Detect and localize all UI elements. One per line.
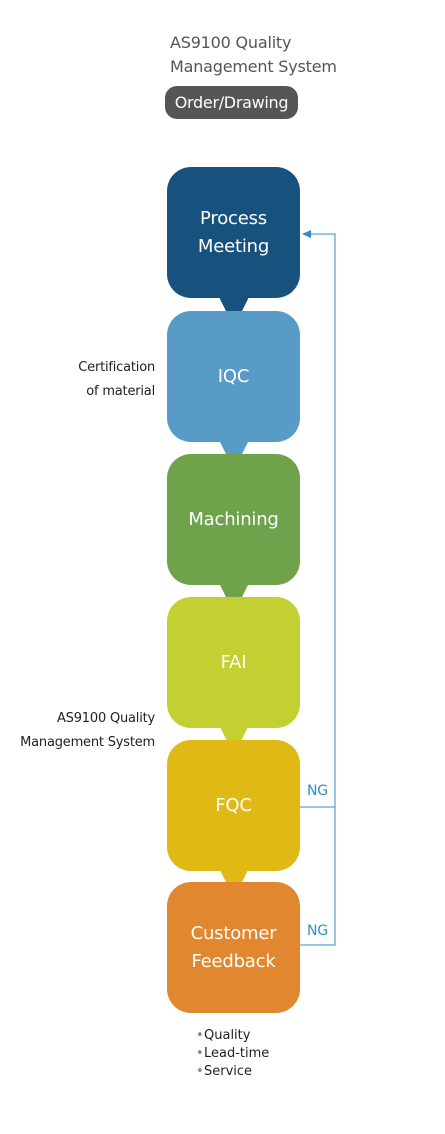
step-iqc: IQC [167, 311, 300, 442]
step-customer-feedback: Customer Feedback [167, 882, 300, 1013]
arrowhead-icon [302, 230, 311, 238]
list-item: Quality [196, 1027, 269, 1045]
list-item: Service [196, 1063, 269, 1081]
ng-feedback-line [300, 233, 336, 946]
step-fai: FAI [167, 597, 300, 728]
list-item: Lead-time [196, 1045, 269, 1063]
step-process-meeting: Process Meeting [167, 167, 300, 298]
step-fqc: FQC [167, 740, 300, 871]
order-drawing-pill: Order/Drawing [165, 86, 298, 119]
system-title: AS9100 Quality Management System [170, 33, 337, 76]
ng-label-customer: NG [307, 923, 328, 939]
step-machining: Machining [167, 454, 300, 585]
material-certification-note: Certification of material [78, 360, 155, 399]
feedback-criteria-list: Quality Lead-time Service [196, 1027, 269, 1081]
qms-note: AS9100 Quality Management System [20, 711, 155, 750]
ng-label-fqc: NG [307, 783, 328, 799]
